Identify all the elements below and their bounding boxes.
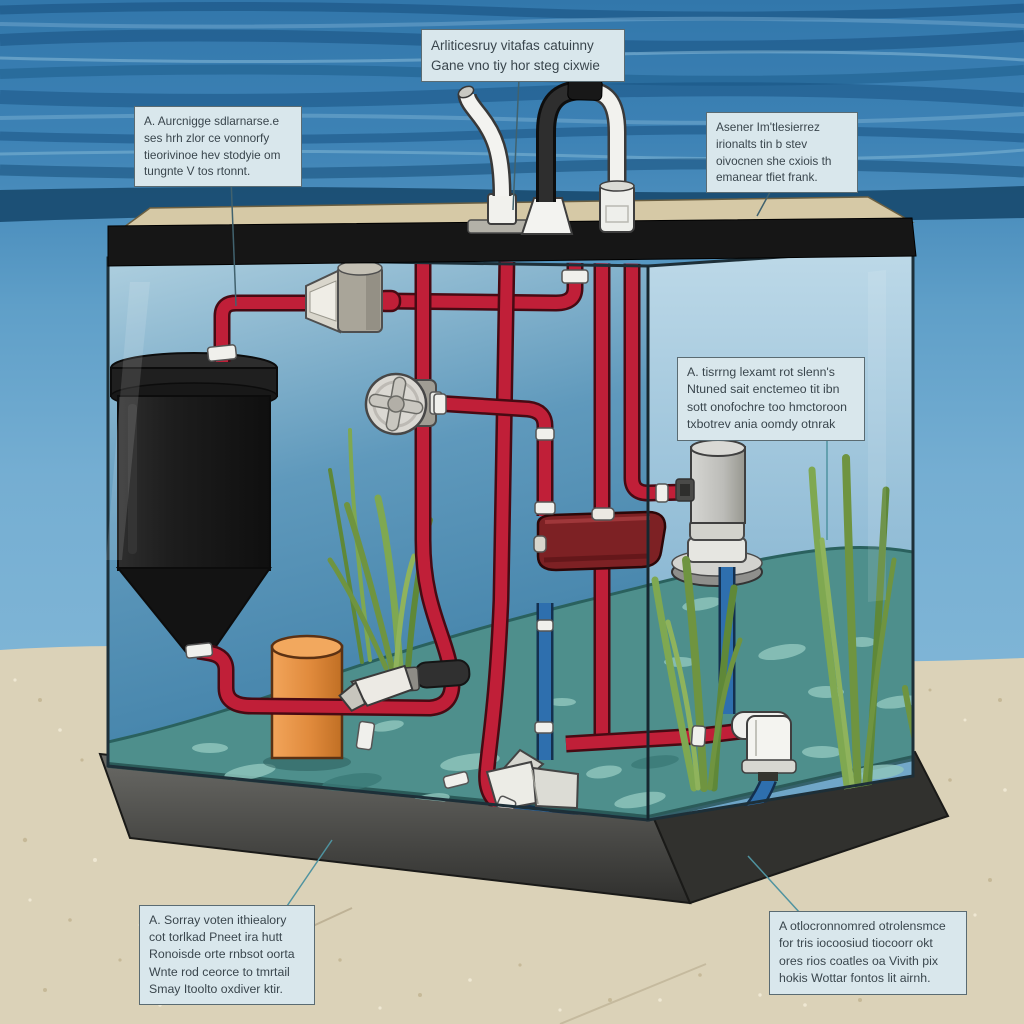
callout-line: tieorivinoe hev stodyie om	[144, 147, 281, 162]
callout-top-right: Asener Im'tlesierrez irionalts tin b ste…	[706, 112, 858, 193]
callout-line: Wnte rod ceorce to tmrtail	[149, 964, 290, 979]
tank-glass-edges	[106, 246, 915, 822]
callout-line: cot torlkad Pneet ira hutt	[149, 930, 283, 945]
callout-mid-right: A. tisrrng lexamt rot slenn's Ntuned sai…	[677, 357, 865, 441]
callout-line: irionalts tin b stev	[716, 136, 808, 151]
aquatic-plants-right	[651, 556, 743, 792]
aquarium-tank	[106, 196, 917, 822]
callout-line: for tris iocoosiud tiocoorr okt	[779, 936, 933, 951]
faucet-fixtures	[457, 78, 635, 235]
aquatic-plants-far-right	[808, 454, 913, 803]
pipe-clamps	[184, 269, 707, 814]
callout-line: ses hrh zlor ce vonnorfy	[144, 130, 270, 145]
callout-line: Ntuned sait enctemeo tit ibn	[687, 382, 840, 397]
callout-line: A. tisrrng lexamt rot slenn's	[687, 365, 835, 379]
callout-line: Gane vno tiy hor steg cixwie	[431, 57, 600, 73]
callout-line: sott onofochre too hmctoroon	[687, 399, 847, 414]
manifold-valve	[533, 507, 667, 572]
callout-line: tungnte V tos rtonnt.	[144, 164, 251, 179]
callout-top-center: Arliticesruy vitafas catuinny Gane vno t…	[421, 29, 625, 83]
callout-line: Smay Itoolto oxdiver ktir.	[149, 981, 283, 996]
callout-line: A otlocronnomred otrolensmce	[779, 919, 946, 933]
circulation-pump	[671, 439, 763, 587]
leader-lines	[230, 77, 828, 914]
callout-line: oivocnen she cxiois th	[716, 153, 832, 168]
callout-line: ores rios coatles oa Vivith pix	[779, 953, 939, 968]
callout-bottom-right: A otlocronnomred otrolensmce for tris io…	[769, 911, 967, 995]
union-fitting	[305, 260, 383, 334]
faucet-spout	[457, 85, 537, 234]
arch-pipe	[520, 78, 635, 235]
sand-crease	[559, 963, 707, 1024]
callout-line: A. Sorray voten ithiealory	[149, 913, 287, 927]
outlet-elbow	[731, 711, 797, 781]
callout-line: txbotrev ania oomdy otnrak	[687, 417, 836, 432]
glass-reflection	[106, 282, 150, 560]
callout-line: emanear tfiet frank.	[716, 170, 818, 185]
callout-line: A. Aurcnigge sdlarnarse.e	[144, 114, 280, 128]
callout-line: hokis Wottar fontos lit airnh.	[779, 971, 931, 986]
canister-highlight	[128, 404, 137, 554]
spray-nozzle	[338, 659, 471, 713]
callout-line: Ronoisde orte rnbsot oorta	[149, 947, 295, 962]
callout-top-left: A. Aurcnigge sdlarnarse.e ses hrh zlor c…	[134, 106, 302, 187]
callout-line: Arliticesruy vitafas catuinny	[431, 38, 594, 53]
callout-bottom-left: A. Sorray voten ithiealory cot torlkad P…	[139, 905, 315, 1006]
canister-filter	[110, 352, 278, 653]
callout-line: Asener Im'tlesierrez	[716, 120, 820, 134]
glass-reflection	[868, 270, 886, 602]
